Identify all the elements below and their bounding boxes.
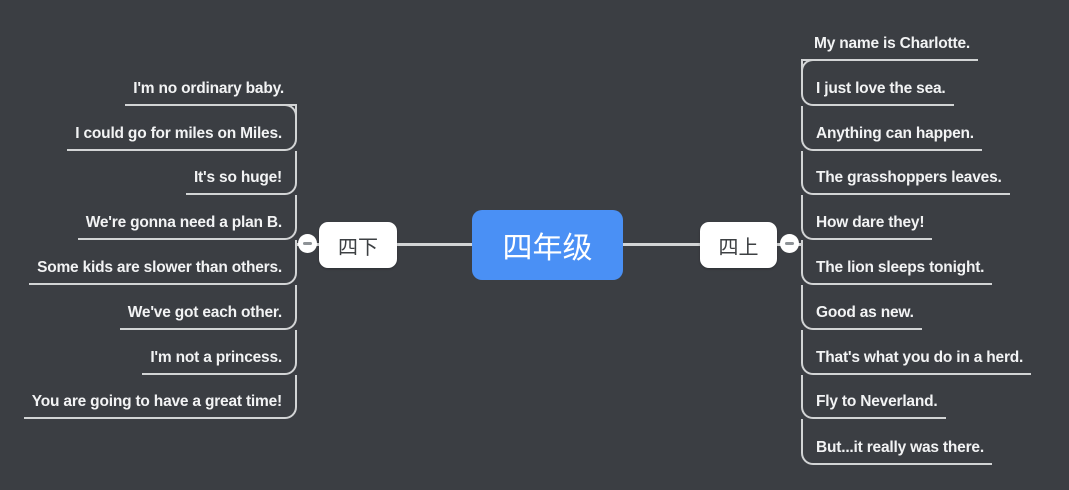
topic-left[interactable]: We've got each other. bbox=[119, 285, 297, 330]
topic-right[interactable]: But...it really was there. bbox=[801, 419, 992, 465]
topic-right[interactable]: Fly to Neverland. bbox=[801, 375, 946, 419]
collapse-minus-icon[interactable] bbox=[780, 234, 799, 253]
connector-line bbox=[622, 243, 701, 246]
root-node[interactable]: 四年级 bbox=[472, 210, 623, 280]
branch-node-right[interactable]: 四上 bbox=[700, 222, 777, 268]
topic-right[interactable]: I just love the sea. bbox=[801, 61, 954, 106]
topic-label: It's so huge! bbox=[193, 169, 282, 186]
topic-left[interactable]: It's so huge! bbox=[185, 151, 297, 195]
topic-right[interactable]: My name is Charlotte. bbox=[801, 16, 979, 61]
collapse-minus-icon[interactable] bbox=[298, 234, 317, 253]
minus-glyph bbox=[303, 242, 312, 245]
topic-label: Good as new. bbox=[816, 304, 914, 321]
root-node-label: 四年级 bbox=[502, 232, 593, 265]
topic-label: I'm no ordinary baby. bbox=[133, 80, 284, 97]
topic-label: Fly to Neverland. bbox=[816, 393, 938, 410]
topic-label: How dare they! bbox=[816, 214, 925, 231]
topic-left[interactable]: I could go for miles on Miles. bbox=[67, 106, 297, 151]
topic-label: The lion sleeps tonight. bbox=[816, 259, 985, 276]
topic-label: The grasshoppers leaves. bbox=[816, 169, 1002, 186]
topic-right[interactable]: The lion sleeps tonight. bbox=[801, 240, 993, 285]
topic-left[interactable]: We're gonna need a plan B. bbox=[77, 195, 297, 240]
topic-label: We've got each other. bbox=[127, 304, 282, 321]
topic-left[interactable]: You are going to have a great time! bbox=[23, 375, 297, 419]
branch-node-left[interactable]: 四下 bbox=[319, 222, 397, 268]
topic-left[interactable]: I'm not a princess. bbox=[142, 330, 297, 375]
topic-label: That's what you do in a herd. bbox=[816, 349, 1024, 366]
topic-left[interactable]: Some kids are slower than others. bbox=[29, 240, 297, 285]
connector-line bbox=[397, 243, 473, 246]
topic-right[interactable]: Good as new. bbox=[801, 285, 922, 330]
branch-node-label: 四上 bbox=[718, 236, 759, 259]
topic-label: But...it really was there. bbox=[816, 439, 984, 456]
topic-label: My name is Charlotte. bbox=[814, 35, 971, 52]
topic-label: Some kids are slower than others. bbox=[37, 259, 282, 276]
topic-left[interactable]: I'm no ordinary baby. bbox=[125, 61, 297, 106]
topic-label: I could go for miles on Miles. bbox=[75, 125, 282, 142]
topic-right[interactable]: Anything can happen. bbox=[801, 106, 982, 151]
branch-node-label: 四下 bbox=[338, 236, 378, 259]
topic-label: I'm not a princess. bbox=[150, 349, 282, 366]
minus-glyph bbox=[785, 242, 794, 245]
topic-label: We're gonna need a plan B. bbox=[85, 214, 282, 231]
topic-label: Anything can happen. bbox=[816, 125, 974, 142]
topic-label: I just love the sea. bbox=[816, 80, 946, 97]
topic-right[interactable]: How dare they! bbox=[801, 195, 933, 240]
topic-right[interactable]: The grasshoppers leaves. bbox=[801, 151, 1010, 195]
topic-right[interactable]: That's what you do in a herd. bbox=[801, 330, 1032, 375]
topic-label: You are going to have a great time! bbox=[31, 393, 282, 410]
